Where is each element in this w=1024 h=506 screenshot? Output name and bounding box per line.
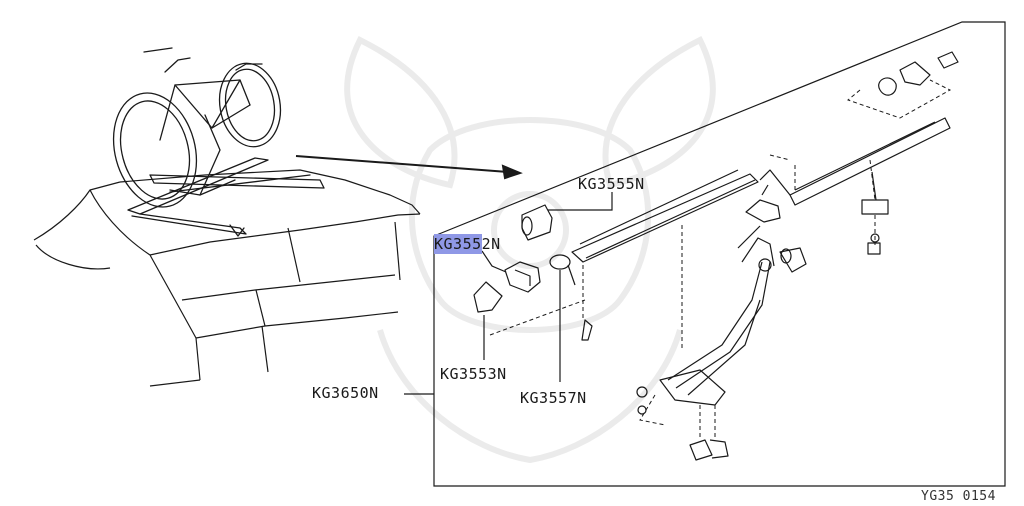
car-illustration — [33, 169, 421, 387]
diagram-code: YG35 0154 — [921, 489, 996, 504]
exploded-view-frame — [433, 21, 1006, 487]
callout-kg3552n-rest: 2N — [481, 235, 501, 253]
roof-rack-bicycle — [112, 47, 325, 237]
callout-kg3557n[interactable]: KG3557N — [520, 389, 587, 407]
rack-rails — [571, 117, 951, 263]
watermark-emblem — [344, 35, 716, 464]
callout-kg3552n[interactable]: KG3552N — [434, 234, 501, 254]
rack-parts — [473, 51, 959, 461]
callout-kg3552n-highlight: KG355 — [434, 234, 482, 254]
assembly-dashed-lines — [489, 79, 952, 440]
pointer-arrow — [295, 155, 523, 180]
callout-kg3555n[interactable]: KG3555N — [578, 175, 645, 193]
callout-kg3650n[interactable]: KG3650N — [312, 384, 379, 402]
callout-leaders — [404, 192, 613, 395]
callout-kg3553n[interactable]: KG3553N — [440, 365, 507, 383]
